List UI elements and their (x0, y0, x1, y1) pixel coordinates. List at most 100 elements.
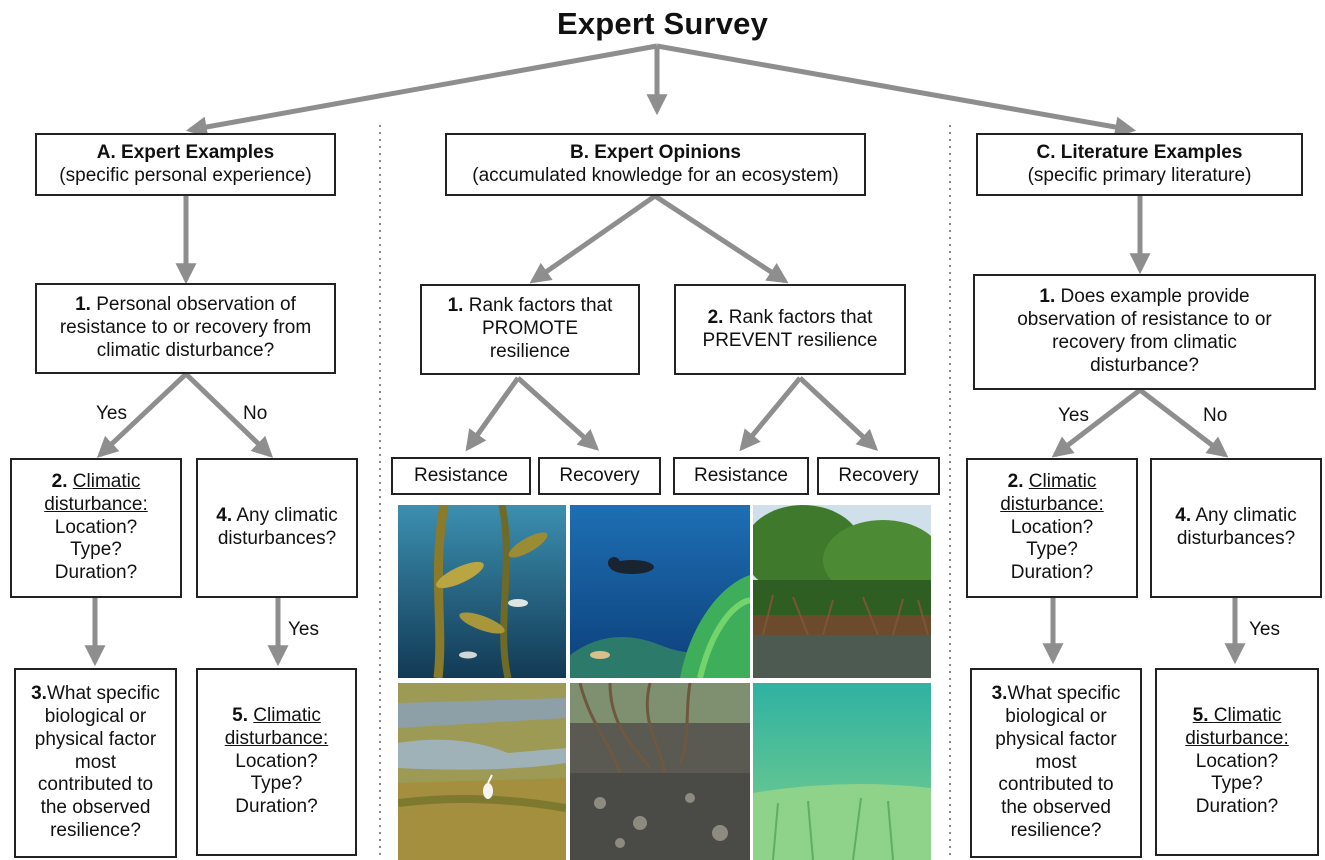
box-a-q5-duration: Duration? (235, 796, 318, 818)
box-b-q2-resistance: Resistance (673, 457, 809, 495)
arrow-b-q2-to-resistance (739, 376, 802, 452)
box-c-q3-line4: most (1035, 751, 1077, 773)
box-c-q4-line1: Any climatic (1195, 505, 1297, 527)
photo-kelp-forest (398, 505, 566, 678)
box-c-q3-line3: physical factor (995, 728, 1117, 750)
box-a-title: A. Expert Examples (96, 141, 275, 163)
box-a-q3: 3.What specific biological or physical f… (14, 668, 177, 858)
box-a-q3-line4: most (74, 751, 117, 773)
box-c-q2-num: 2. (1007, 471, 1024, 492)
box-b-q1-line3: resilience (489, 340, 571, 362)
box-a-q3-line6: the observed (40, 797, 151, 819)
photo-mangrove-forest (753, 505, 931, 678)
box-a-q2-type: Type? (70, 539, 122, 561)
arrow-b-to-q1 (529, 193, 657, 284)
arrow-b-q2-to-recovery (798, 376, 879, 451)
box-a-q2-duration: Duration? (54, 562, 138, 584)
box-c-q3-num: 3. (991, 683, 1008, 705)
box-a-q4-line1: Any climatic (236, 505, 338, 527)
box-a-q3-line1: What specific (46, 683, 160, 705)
box-c-q3-line1: What specific (1007, 683, 1121, 705)
box-a-q1-line2: resistance to or recovery from (59, 317, 312, 339)
box-b-title: B. Expert Opinions (569, 141, 742, 163)
box-c-q5-location: Location? (1195, 750, 1279, 772)
label-c-no: No (1203, 405, 1228, 426)
box-a-q1: 1. Personal observation of resistance to… (35, 283, 336, 374)
box-c-q1-line2: observation of resistance to or (1017, 309, 1272, 331)
box-c-title: C. Literature Examples (1036, 141, 1243, 163)
box-a-q1-num: 1. (75, 294, 91, 316)
box-a-q2: 2. Climatic disturbance: Location? Type?… (10, 458, 182, 598)
diagram-title: Expert Survey (556, 6, 769, 41)
photo-mangrove-roots-oysters (570, 683, 750, 860)
box-b-q2-num: 2. (707, 306, 724, 328)
box-a-q1-line3: climatic disturbance? (96, 339, 275, 361)
box-a-q2-title1: Climatic (72, 471, 141, 492)
box-a-q2-num: 2. (51, 471, 68, 492)
box-a-q4-line2: disturbances? (217, 528, 337, 549)
label-c-yes2: Yes (1249, 619, 1280, 640)
box-c-q4: 4. Any climatic disturbances? (1150, 458, 1322, 598)
box-b-q1-num: 1. (447, 295, 464, 317)
photo-coral-reef-diver (570, 505, 750, 678)
box-a-q5-title1: Climatic (253, 705, 321, 726)
arrow-b-q1-to-resistance (465, 376, 521, 452)
box-a-q4-num: 4. (216, 505, 233, 527)
label-a-yes2: Yes (288, 619, 319, 640)
box-c-q4-num: 4. (1175, 505, 1192, 527)
box-c-q1-num: 1. (1039, 286, 1056, 308)
box-c-q3-line7: resilience? (1010, 819, 1102, 841)
photo-salt-marsh-egret (398, 683, 566, 860)
box-c-q3: 3.What specific biological or physical f… (970, 668, 1142, 858)
box-a-q5-num: 5. (232, 705, 248, 726)
box-c-q4-line2: disturbances? (1176, 528, 1296, 549)
box-c-q5-num: 5. (1192, 705, 1209, 726)
box-c-q5-title2: disturbance: (1185, 727, 1289, 749)
box-a-q4: 4. Any climatic disturbances? (196, 458, 358, 598)
box-c-q3-line6: the observed (1001, 797, 1111, 819)
box-a-q5-title2: disturbance: (224, 727, 329, 749)
box-c-q5: 5. Climatic disturbance: Location? Type?… (1155, 668, 1319, 856)
box-a-q5-location: Location? (235, 750, 318, 772)
box-a-q2-location: Location? (54, 516, 138, 538)
arrow-a-yes (96, 372, 188, 458)
box-a-q3-line5: contributed to (37, 774, 154, 796)
arrow-b-to-q2 (653, 193, 789, 284)
box-b-q1: 1. Rank factors that PROMOTE resilience (420, 284, 640, 375)
box-a-q3-line7: resilience? (50, 819, 141, 841)
arrow-c-no (1138, 388, 1229, 458)
box-b-q1-resistance: Resistance (391, 457, 531, 495)
box-c-q2-type: Type? (1026, 539, 1078, 561)
box-a-expert-examples: A. Expert Examples (specific personal ex… (35, 133, 336, 196)
arrow-a-no (184, 372, 274, 458)
box-a-q2-title2: disturbance: (44, 493, 148, 515)
box-c-q3-line5: contributed to (998, 774, 1114, 796)
box-a-subtitle: (specific personal experience) (59, 164, 312, 186)
box-a-q5: 5. Climatic disturbance: Location? Type?… (196, 668, 357, 856)
box-c-q2-title1: Climatic (1028, 471, 1097, 492)
box-c-q1: 1. Does example provide observation of r… (973, 274, 1316, 390)
box-c-q2: 2. Climatic disturbance: Location? Type?… (966, 458, 1138, 598)
label-c-yes: Yes (1058, 405, 1089, 426)
box-a-q3-line3: physical factor (34, 728, 157, 750)
box-a-q3-num: 3. (31, 683, 47, 705)
box-c-q1-line4: disturbance? (1090, 354, 1199, 376)
box-c-q1-line3: recovery from climatic (1052, 332, 1237, 353)
box-b-q2: 2. Rank factors that PREVENT resilience (674, 284, 906, 375)
box-c-q2-duration: Duration? (1010, 562, 1094, 584)
box-c-subtitle: (specific primary literature) (1027, 164, 1252, 186)
arrow-c-yes (1051, 388, 1142, 458)
box-c-q5-duration: Duration? (1195, 796, 1279, 818)
box-a-q3-line2: biological or (44, 706, 147, 727)
box-a-q1-line1: Personal observation of (96, 294, 296, 316)
box-c-q2-location: Location? (1010, 516, 1094, 538)
box-b-q1-recovery: Recovery (538, 457, 661, 495)
box-c-q3-line2: biological or (1005, 706, 1107, 727)
box-c-q1-line1: Does example provide (1060, 286, 1250, 308)
box-b-q1-line1: Rank factors that (468, 295, 613, 317)
arrows (84, 43, 1246, 667)
arrow-title-to-c (656, 43, 1137, 138)
box-c-q5-type: Type? (1211, 773, 1263, 795)
label-a-yes: Yes (96, 403, 127, 424)
